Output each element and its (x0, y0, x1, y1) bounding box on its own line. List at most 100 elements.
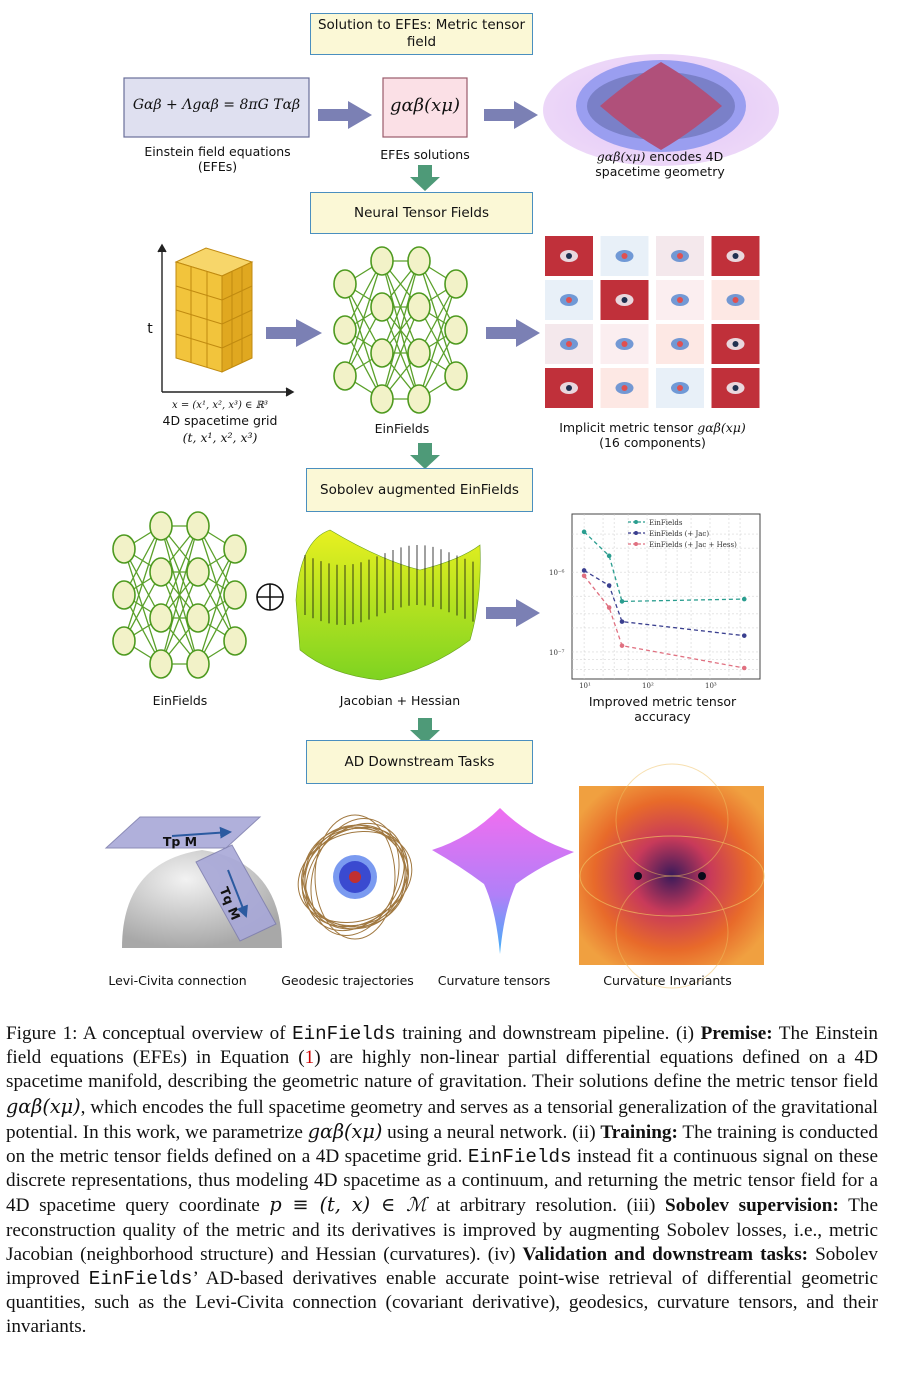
accuracy-label: Improved metric tensor accuracy (570, 694, 755, 724)
caption-text: using a neural network. (ii) (382, 1121, 601, 1143)
tp-label: Tp M (162, 834, 198, 849)
caption-text: ’ AD-based derivatives enable accurate p… (6, 1268, 878, 1338)
metric-component-core (621, 297, 628, 303)
metric-component-core (677, 385, 683, 391)
solution-box: Solution to EFEs: Metric tensor field (310, 13, 533, 55)
grid-formula: x = (x¹, x², x³) ∈ ℝ³ (172, 400, 268, 411)
accuracy-label-line2: accuracy (634, 709, 691, 724)
chart-data-point (619, 599, 625, 604)
neural-tensor-fields-box: Neural Tensor Fields (310, 192, 533, 234)
chart-data-point (741, 633, 747, 638)
network-node (149, 557, 173, 587)
geodesic-label: Geodesic trajectories (281, 973, 414, 988)
metric-component-core (732, 341, 739, 347)
x-tick-label: 10² (642, 682, 654, 690)
network-node (333, 269, 357, 299)
chart-data-point (619, 619, 625, 624)
network-node (407, 384, 431, 414)
caption-code: EinFields (467, 1146, 572, 1169)
spacetime-grid-cubes (174, 247, 254, 373)
curvature-invariants-label: Curvature Invariants (603, 973, 732, 988)
network-edge (381, 306, 420, 400)
efe-box (123, 77, 310, 138)
chart-data-point (619, 643, 625, 648)
metric-component-grid (545, 236, 760, 408)
efe-equation: Gαβ + Λgαβ = 8πG Tαβ (132, 97, 301, 113)
network-node (149, 649, 173, 679)
einfields-network-sobolev (112, 511, 247, 679)
network-node (407, 338, 431, 368)
y-tick-label: 10⁻⁶ (549, 569, 565, 577)
geodesic-trajectories-illustration (297, 814, 413, 940)
jacobian-hessian-surface (295, 529, 481, 681)
network-edge (381, 260, 420, 354)
caption-text: The Einstein field equations (EFEs) in E… (6, 1023, 878, 1069)
network-node (407, 292, 431, 322)
caption-bold: Sobolev supervision: (665, 1195, 839, 1217)
caption-math: gαβ(xμ) (6, 1094, 81, 1118)
geodesic-orbit (305, 822, 405, 932)
implicit-symbol: gαβ(xμ) (697, 420, 746, 435)
metric-component-core (621, 253, 628, 259)
metric-component-core (566, 253, 572, 259)
network-node (223, 626, 247, 656)
caption-text: ) are highly non-linear partial differen… (6, 1047, 878, 1093)
network-node (186, 603, 210, 633)
geodesic-orbit (314, 814, 396, 940)
equation-reference-link[interactable]: 1 (304, 1047, 315, 1069)
caption-math: p ≡ (t, x) ∈ ℳ (269, 1193, 427, 1217)
chart-data-point (581, 573, 587, 579)
levi-civita-label: Levi-Civita connection (108, 973, 247, 988)
caption-text: at arbitrary resolution. (iii) (426, 1195, 666, 1217)
flow-arrow (266, 101, 540, 627)
network-node (444, 269, 468, 299)
network-edge (160, 525, 199, 619)
efe-label-line2: (EFEs) (197, 159, 238, 174)
efe-label: Einstein field equations (EFEs) (110, 144, 325, 174)
geometry-label-line1: encodes 4D (649, 149, 724, 164)
metric-component-core (621, 385, 628, 391)
metric-component-core (732, 297, 739, 303)
grid-coords: (t, x¹, x², x³) (182, 430, 258, 445)
implicit-label-line2: (16 components) (599, 435, 706, 450)
levi-civita-illustration (104, 816, 282, 948)
network-node (444, 315, 468, 345)
curvature-tensor-funnel (432, 808, 574, 954)
y-tick-label: 10⁻⁷ (549, 649, 565, 657)
caption-text: , which encodes the full spacetime geome… (6, 1096, 878, 1143)
metric-component-core (566, 341, 572, 347)
grid-label: 4D spacetime grid (162, 413, 278, 428)
network-node (149, 511, 173, 541)
caption-bold: Premise: (700, 1023, 773, 1044)
caption-text: The training is conducted on the metric … (6, 1121, 878, 1168)
geometry-symbol: gαβ(xμ) (596, 149, 646, 164)
chart-data-point (606, 605, 612, 610)
network-node (186, 557, 210, 587)
network-edge (123, 525, 162, 642)
network-node (186, 649, 210, 679)
einfields-network (333, 246, 468, 414)
metric-component-core (732, 253, 739, 259)
metric-component-core (566, 297, 572, 303)
network-node (370, 292, 394, 322)
network-edge (381, 260, 420, 400)
legend-marker (634, 520, 638, 524)
down-arrow (410, 165, 440, 744)
network-node (112, 626, 136, 656)
caption-math: gαβ(xμ) (307, 1119, 383, 1143)
caption-code: EinFields (292, 1023, 396, 1045)
geodesic-orbit (310, 817, 400, 937)
caption-text: instead fit a continuous signal on these… (6, 1146, 878, 1217)
metric-component-core (732, 385, 739, 391)
network-node (333, 315, 357, 345)
legend-marker (634, 531, 638, 535)
x-tick-label: 10³ (705, 682, 717, 690)
ad-downstream-box: AD Downstream Tasks (306, 740, 533, 784)
chart-data-point (741, 665, 747, 671)
jacobian-hessian-label: Jacobian + Hessian (339, 693, 461, 708)
solutions-symbol: gαβ(xμ) (390, 95, 460, 116)
curvature-invariants-map (579, 763, 765, 989)
chart-series-line (583, 569, 745, 637)
network-node (333, 361, 357, 391)
solutions-box (382, 77, 468, 138)
